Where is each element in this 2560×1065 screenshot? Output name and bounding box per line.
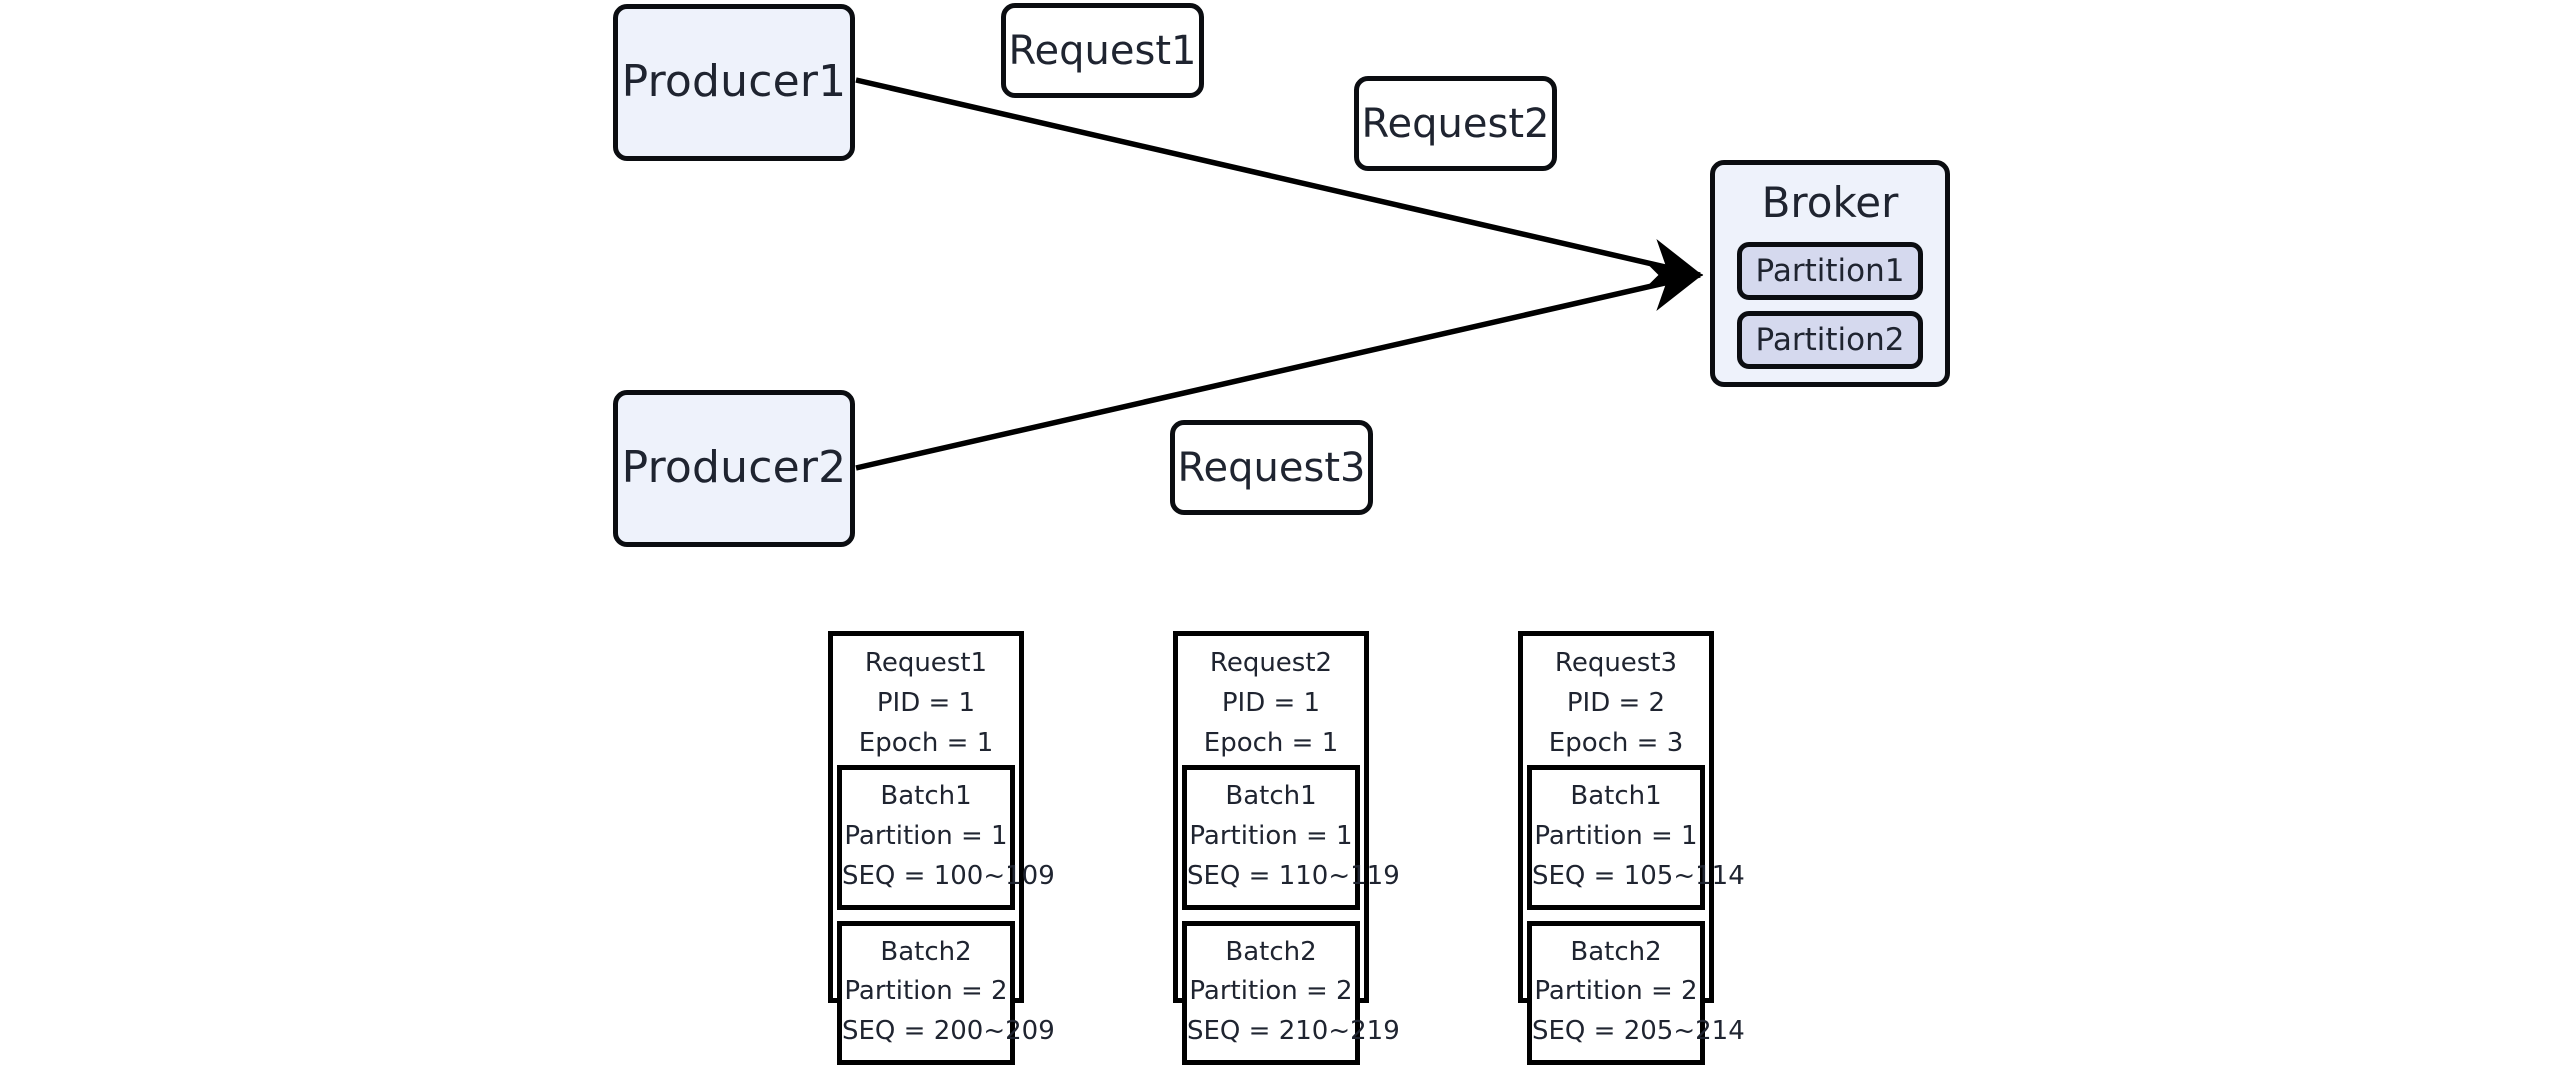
detail-request1-batch2-partition: Partition = 2 <box>844 976 1008 1007</box>
detail-request1-batch1-seq: SEQ = 100~109 <box>842 860 1055 891</box>
detail-request2-batch1-name: Batch1 <box>1225 781 1317 812</box>
detail-request2-batch2-name: Batch2 <box>1225 936 1317 967</box>
detail-request2-batch2-seq: SEQ = 210~219 <box>1187 1016 1400 1047</box>
node-producer2[interactable]: Producer2 <box>613 390 855 547</box>
detail-request1-batch1-name: Batch1 <box>880 781 972 812</box>
detail-request3-batch1-name: Batch1 <box>1570 781 1662 812</box>
label-request3-text: Request3 <box>1177 444 1366 491</box>
detail-request3-title: Request3 <box>1554 648 1678 678</box>
detail-request1-title: Request1 <box>864 648 988 678</box>
node-producer1-label: Producer1 <box>621 56 847 108</box>
detail-request2-pid: PID = 1 <box>1221 687 1321 718</box>
detail-request2-epoch: Epoch = 1 <box>1203 727 1339 758</box>
detail-request1-pid: PID = 1 <box>876 687 976 718</box>
detail-request1-batch2-name: Batch2 <box>880 936 972 967</box>
detail-card-request2[interactable]: Request2 PID = 1 Epoch = 1 Batch1 Partit… <box>1173 631 1400 1065</box>
detail-request3-batch2-partition: Partition = 2 <box>1534 976 1698 1007</box>
detail-request3-header: Request3 PID = 2 Epoch = 3 <box>1523 636 1709 765</box>
detail-card-request1[interactable]: Request1 PID = 1 Epoch = 1 Batch1 Partit… <box>828 631 1055 1065</box>
detail-request2-batch2[interactable]: Batch2 Partition = 2 SEQ = 210~219 <box>1182 920 1400 1065</box>
detail-card-request3[interactable]: Request3 PID = 2 Epoch = 3 Batch1 Partit… <box>1518 631 1745 1065</box>
diagram-canvas: Producer1 Producer2 Request1 Request2 Re… <box>613 3 1950 1065</box>
detail-request2-batch1[interactable]: Batch1 Partition = 1 SEQ = 110~119 <box>1182 765 1400 910</box>
node-broker[interactable]: Broker Partition1 Partition2 <box>1710 160 1950 387</box>
node-producer1[interactable]: Producer1 <box>613 4 855 161</box>
broker-partition1-label: Partition1 <box>1755 252 1905 289</box>
detail-request3-batch1-seq: SEQ = 105~114 <box>1532 860 1745 891</box>
detail-request2-header: Request2 PID = 1 Epoch = 1 <box>1178 636 1364 765</box>
detail-request2-batch1-partition: Partition = 1 <box>1189 821 1353 852</box>
detail-request3-batch2-seq: SEQ = 205~214 <box>1532 1016 1745 1047</box>
detail-request2-batch2-partition: Partition = 2 <box>1189 976 1353 1007</box>
node-producer2-label: Producer2 <box>621 442 847 494</box>
detail-request1-header: Request1 PID = 1 Epoch = 1 <box>833 636 1019 765</box>
detail-request1-epoch: Epoch = 1 <box>858 727 994 758</box>
detail-request1-batch1[interactable]: Batch1 Partition = 1 SEQ = 100~109 <box>837 765 1055 910</box>
broker-partition2[interactable]: Partition2 <box>1737 311 1923 370</box>
detail-request2-batch1-seq: SEQ = 110~119 <box>1187 860 1400 891</box>
edge-producer1-to-broker <box>855 77 1704 289</box>
label-request1[interactable]: Request1 <box>1001 3 1204 98</box>
label-request2-text: Request2 <box>1361 100 1550 147</box>
broker-partition1[interactable]: Partition1 <box>1737 242 1923 301</box>
detail-request3-batch2[interactable]: Batch2 Partition = 2 SEQ = 205~214 <box>1527 920 1745 1065</box>
label-request2[interactable]: Request2 <box>1354 76 1557 171</box>
detail-request3-batch2-name: Batch2 <box>1570 936 1662 967</box>
label-request1-text: Request1 <box>1008 27 1197 74</box>
broker-partition2-label: Partition2 <box>1755 321 1905 358</box>
detail-request2-title: Request2 <box>1209 648 1333 678</box>
detail-request3-batch1[interactable]: Batch1 Partition = 1 SEQ = 105~114 <box>1527 765 1745 910</box>
detail-request3-batch1-partition: Partition = 1 <box>1534 821 1698 852</box>
detail-request1-batch1-partition: Partition = 1 <box>844 821 1008 852</box>
detail-request3-pid: PID = 2 <box>1566 687 1666 718</box>
detail-request1-batch2[interactable]: Batch2 Partition = 2 SEQ = 200~209 <box>837 920 1055 1065</box>
label-request3[interactable]: Request3 <box>1170 420 1373 515</box>
detail-request3-epoch: Epoch = 3 <box>1548 727 1684 758</box>
broker-title: Broker <box>1761 178 1899 227</box>
detail-request1-batch2-seq: SEQ = 200~209 <box>842 1016 1055 1047</box>
